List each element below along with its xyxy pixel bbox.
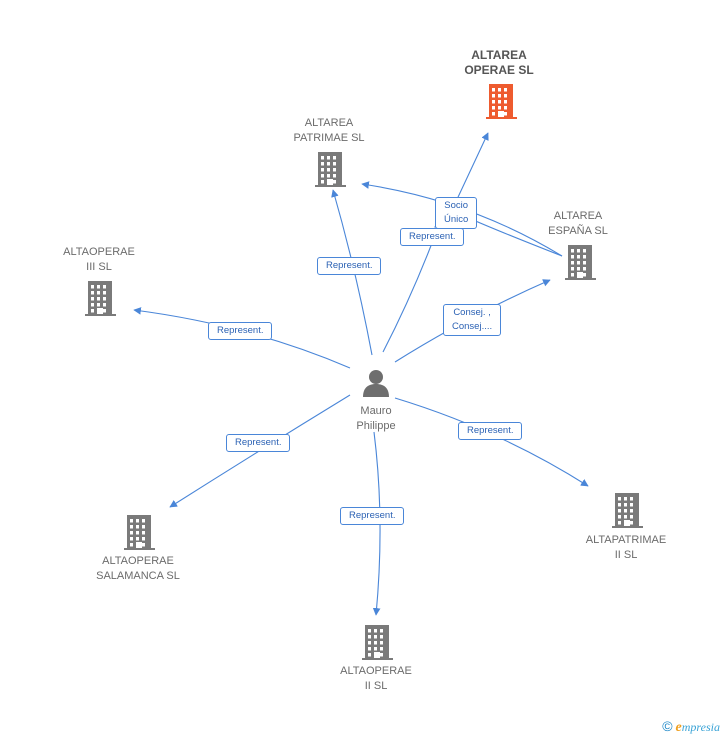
company-label-altaoperae-salamanca[interactable]: ALTAOPERAE SALAMANCA SL (96, 555, 180, 582)
relation-label[interactable]: Represent. (317, 257, 382, 275)
company-label-altaoperae-ii[interactable]: ALTAOPERAE II SL (340, 665, 412, 692)
building-icon[interactable] (612, 493, 644, 534)
relation-label[interactable]: Represent. (208, 322, 273, 340)
person-name[interactable]: Mauro Philippe (356, 405, 396, 432)
company-label-altarea-operae[interactable]: ALTAREA OPERAE SL (464, 48, 534, 77)
company-label-altarea-espana[interactable]: ALTAREA ESPAÑA SL (548, 210, 608, 237)
building-icon[interactable] (85, 281, 117, 322)
relation-label[interactable]: Consej. , Consej.... (443, 304, 502, 336)
relation-label[interactable]: Represent. (340, 507, 405, 525)
relation-label[interactable]: Represent. (458, 422, 523, 440)
relation-label[interactable]: Represent. (226, 434, 291, 452)
footer-brand[interactable]: © empresia (662, 718, 720, 736)
building-icon[interactable] (362, 625, 394, 666)
brand-name: mpresia (681, 720, 720, 734)
brand-initial: e (675, 720, 682, 735)
company-label-altaoperae-iii[interactable]: ALTAOPERAE III SL (63, 246, 135, 273)
person-icon[interactable] (361, 368, 391, 403)
relation-label[interactable]: Represent. (400, 228, 465, 246)
building-icon[interactable] (486, 84, 518, 125)
company-label-altapatrimae-ii[interactable]: ALTAPATRIMAE II SL (585, 534, 667, 561)
relation-label[interactable]: Socio Único (435, 197, 478, 229)
edge-person-altapatrimae-ii (394, 397, 589, 487)
building-icon[interactable] (315, 152, 347, 193)
company-label-altarea-patrimae[interactable]: ALTAREA PATRIMAE SL (293, 117, 365, 144)
building-icon[interactable] (124, 515, 156, 556)
building-icon[interactable] (565, 245, 597, 286)
copyright-icon: © (662, 718, 673, 734)
